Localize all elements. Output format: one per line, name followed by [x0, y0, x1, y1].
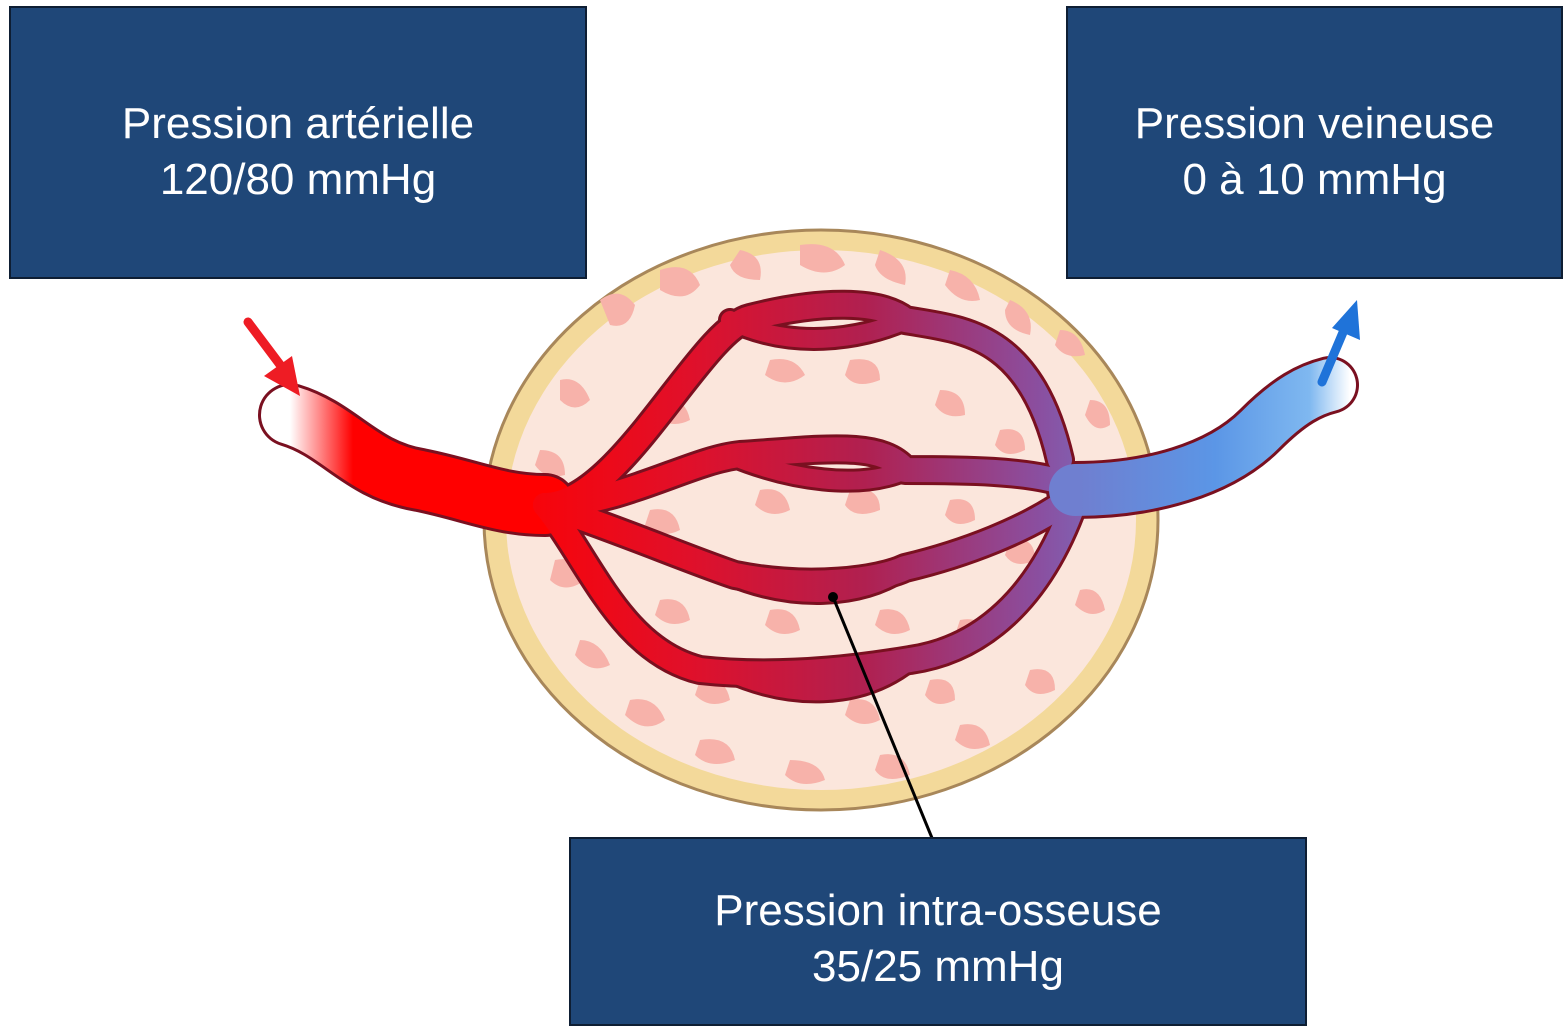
intraosseous-leader-dot	[828, 592, 838, 602]
intraosseous-pressure-title: Pression intra-osseuse	[571, 883, 1305, 939]
venous-pressure-title: Pression veineuse	[1068, 96, 1561, 152]
intraosseous-pressure-value: 35/25 mmHg	[571, 939, 1305, 995]
arterial-pressure-box: Pression artérielle 120/80 mmHg	[9, 6, 587, 279]
arterial-pressure-title: Pression artérielle	[11, 96, 585, 152]
venous-pressure-value: 0 à 10 mmHg	[1068, 152, 1561, 208]
arterial-inflow-arrow-icon	[248, 322, 300, 396]
venous-pressure-box: Pression veineuse 0 à 10 mmHg	[1066, 6, 1563, 279]
intraosseous-pressure-box: Pression intra-osseuse 35/25 mmHg	[569, 837, 1307, 1026]
arterial-pressure-value: 120/80 mmHg	[11, 152, 585, 208]
